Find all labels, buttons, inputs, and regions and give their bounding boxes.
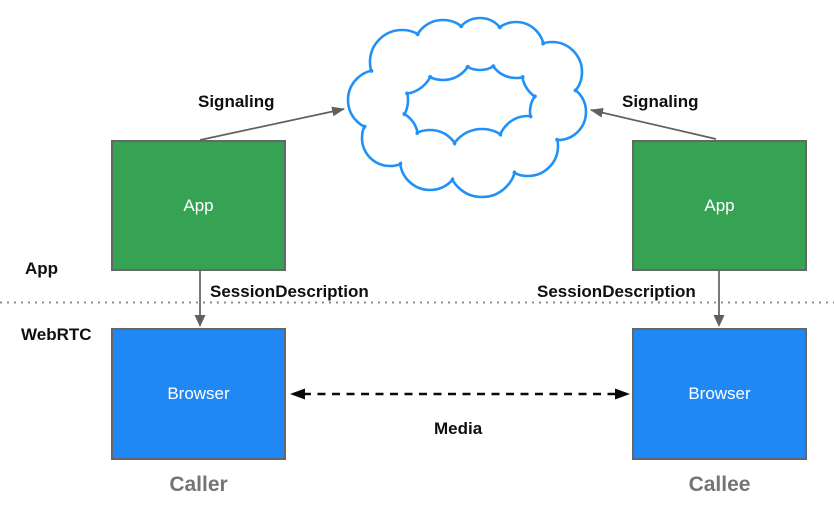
callee-app-box: App xyxy=(632,140,807,271)
callee-app-box-label: App xyxy=(704,195,735,215)
media-label: Media xyxy=(434,419,483,438)
signaling-arrow-right xyxy=(589,107,717,140)
session-description-label-right: SessionDescription xyxy=(537,282,696,301)
caller-app-box: App xyxy=(111,140,286,271)
cloud-icon xyxy=(346,16,588,199)
session-arrow-right-head xyxy=(713,315,725,327)
signaling-label-right: Signaling xyxy=(622,92,699,111)
caller-role-label: Caller xyxy=(169,473,228,496)
caller-browser-box-label: Browser xyxy=(167,384,230,403)
caller-browser-box: Browser xyxy=(111,328,286,460)
caller-app-box-label: App xyxy=(183,195,214,215)
session-arrow-left-head xyxy=(194,315,206,327)
callee-browser-box: Browser xyxy=(632,328,807,460)
signaling-arrow-left xyxy=(199,106,346,141)
media-arrow-left-head xyxy=(290,388,305,400)
signaling-label-left: Signaling xyxy=(198,92,275,111)
layer-label-webrtc: WebRTC xyxy=(21,325,92,344)
session-description-label-left: SessionDescription xyxy=(210,282,369,301)
media-arrow-right-head xyxy=(615,388,630,400)
callee-role-label: Callee xyxy=(688,473,751,496)
callee-browser-box-label: Browser xyxy=(688,384,751,403)
layer-label-app: App xyxy=(25,259,59,278)
